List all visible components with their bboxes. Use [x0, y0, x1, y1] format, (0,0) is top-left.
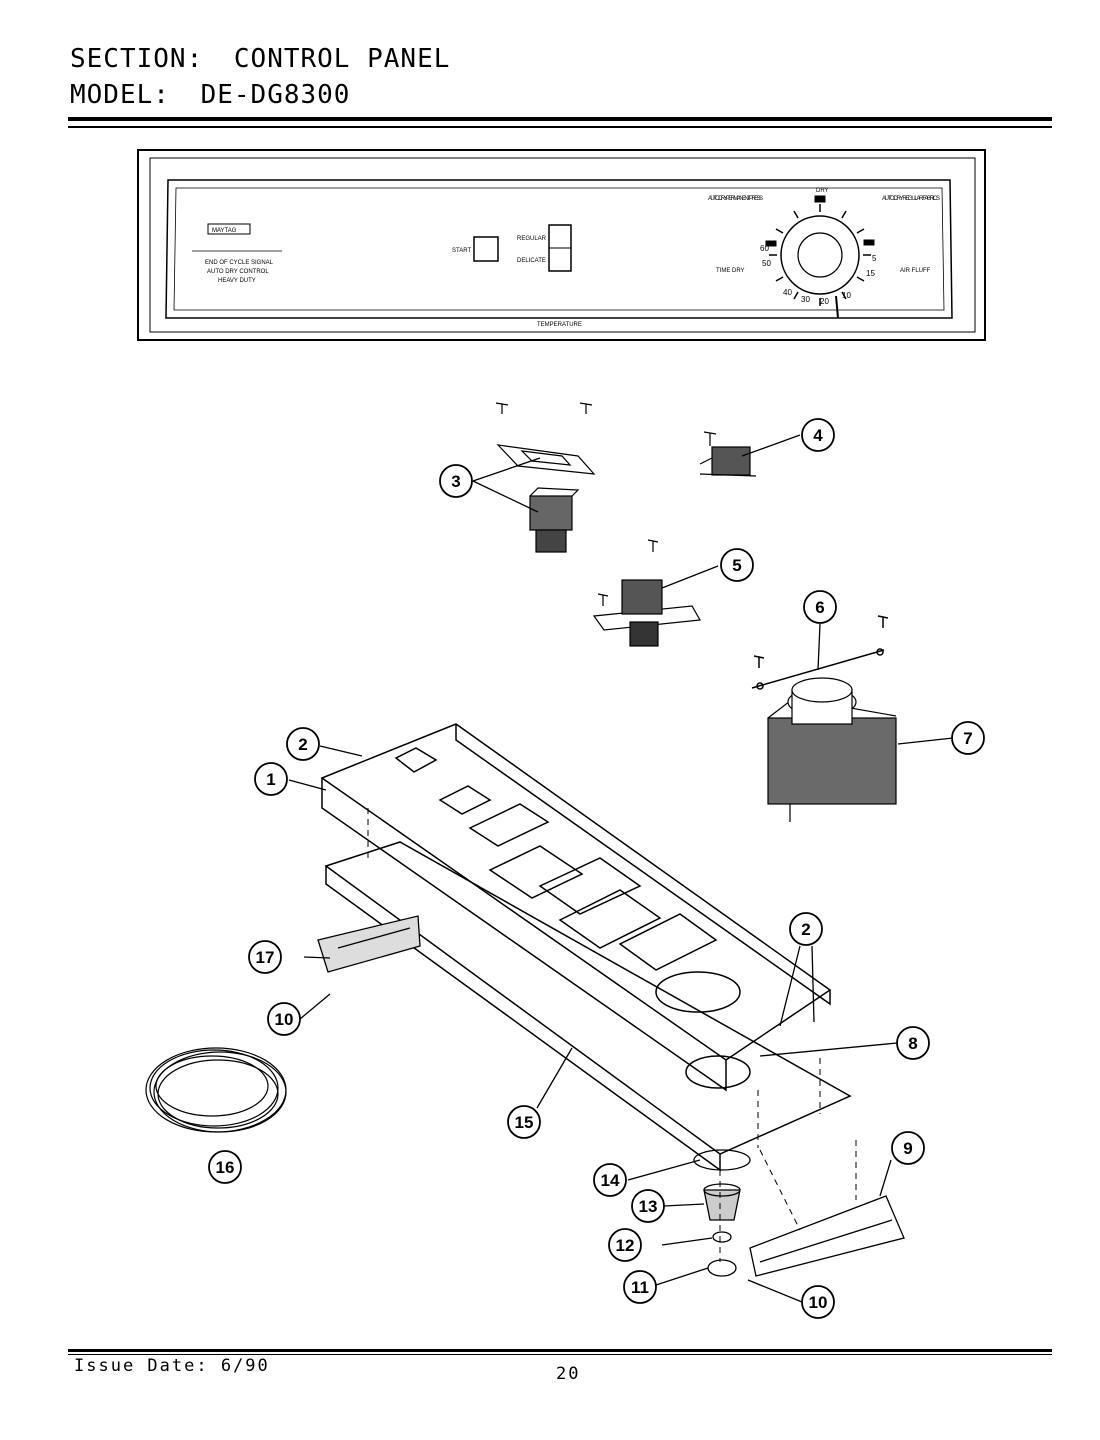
- svg-text:10: 10: [809, 1293, 828, 1312]
- callout-10-right: 10: [801, 1285, 835, 1319]
- header-rule-thin: [68, 126, 1052, 128]
- dial-number-40: 40: [783, 288, 792, 297]
- part-17-bracket: [317, 915, 421, 973]
- callout-12: 12: [608, 1228, 642, 1262]
- part-9-trim: [749, 1195, 905, 1277]
- dial-number-30: 30: [801, 295, 810, 304]
- svg-text:3: 3: [451, 472, 460, 491]
- svg-text:10: 10: [275, 1010, 294, 1029]
- svg-text:2: 2: [801, 920, 810, 939]
- start-label: START: [452, 248, 471, 254]
- svg-text:6: 6: [815, 598, 824, 617]
- knob-assembly: [693, 1149, 751, 1277]
- callout-16: 16: [208, 1150, 242, 1184]
- footer-rule-thick: [68, 1349, 1052, 1352]
- dial-number-60: 60: [760, 244, 769, 253]
- callout-5: 5: [720, 548, 754, 582]
- dial-number-20: 20: [820, 297, 829, 306]
- svg-text:15: 15: [515, 1113, 534, 1132]
- callout-1: 1: [254, 762, 288, 796]
- section-value: CONTROL PANEL: [233, 44, 451, 74]
- svg-text:9: 9: [903, 1139, 912, 1158]
- model-label: MODEL:: [70, 80, 170, 110]
- svg-text:13: 13: [639, 1197, 658, 1216]
- callout-4: 4: [801, 418, 835, 452]
- model-header: MODEL: DE-DG8300: [70, 80, 350, 110]
- callout-15: 15: [507, 1105, 541, 1139]
- callout-8: 8: [896, 1026, 930, 1060]
- dial-number-50: 50: [762, 259, 771, 268]
- dial-number-5: 5: [872, 254, 877, 263]
- callout-2-top: 2: [286, 727, 320, 761]
- callout-9: 9: [891, 1131, 925, 1165]
- svg-text:16: 16: [216, 1158, 235, 1177]
- issue-date: Issue Date: 6/90: [74, 1356, 270, 1376]
- callout-13: 13: [631, 1189, 665, 1223]
- timer-label-time-dry: TIME DRY: [716, 268, 745, 274]
- timer-dial[interactable]: [765, 195, 875, 306]
- svg-text:12: 12: [616, 1236, 635, 1255]
- svg-text:2: 2: [298, 735, 307, 754]
- callouts: 1 2 2 3 4 5 6 7 8 9 10 10 11 12 13 14 15…: [208, 418, 985, 1319]
- svg-text:1: 1: [266, 770, 275, 789]
- callout-3: 3: [439, 464, 473, 498]
- svg-text:4: 4: [813, 426, 823, 445]
- model-value: DE-DG8300: [200, 80, 351, 110]
- svg-text:8: 8: [908, 1034, 917, 1053]
- panel-feature-3: HEAVY DUTY: [218, 278, 256, 284]
- part-7-timer: [767, 677, 897, 822]
- svg-text:11: 11: [631, 1278, 649, 1297]
- header-rule-thick: [68, 117, 1052, 121]
- control-panel-front: MAYTAG END OF CYCLE SIGNAL AUTO DRY CONT…: [137, 149, 986, 341]
- timer-label-auto-dry-pp: AUTO DRY PERMANENT PRESS: [708, 196, 763, 202]
- part-1-panel-bracket: [320, 723, 832, 1092]
- svg-text:17: 17: [256, 948, 275, 967]
- svg-text:7: 7: [963, 729, 972, 748]
- callout-14: 14: [593, 1163, 627, 1197]
- panel-feature-1: END OF CYCLE SIGNAL: [205, 260, 274, 266]
- temperature-label: TEMPERATURE: [537, 322, 582, 328]
- svg-text:5: 5: [732, 556, 741, 575]
- panel-feature-2: AUTO DRY CONTROL: [207, 269, 269, 275]
- svg-text:14: 14: [601, 1171, 620, 1190]
- callout-17: 17: [248, 940, 282, 974]
- callout-10-left: 10: [267, 1002, 301, 1036]
- part-3-switch: [495, 402, 596, 553]
- regular-label: REGULAR: [517, 236, 547, 242]
- delicate-label: DELICATE: [517, 258, 546, 264]
- part-16-harness: [145, 1047, 287, 1133]
- part-4-relay: [699, 431, 757, 477]
- footer-rule-thin: [68, 1354, 1052, 1355]
- dial-number-10: 10: [842, 291, 851, 300]
- panel-brand: MAYTAG: [212, 228, 237, 234]
- dial-number-15: 15: [866, 269, 875, 278]
- section-header: SECTION: CONTROL PANEL: [70, 44, 450, 74]
- timer-label-auto-dry-rf: AUTO DRY REGULAR FABRICS: [882, 196, 940, 202]
- timer-label-air-fluff: AIR FLUFF: [900, 268, 931, 274]
- callout-11: 11: [623, 1270, 657, 1304]
- page-number: 20: [556, 1364, 581, 1384]
- part-5-switch: [592, 539, 701, 647]
- callout-2-right: 2: [789, 912, 823, 946]
- alignment-lines: [367, 808, 857, 1262]
- callout-6: 6: [803, 590, 837, 624]
- callout-7: 7: [951, 721, 985, 755]
- part-15-rail: [324, 841, 852, 1172]
- start-button[interactable]: [473, 236, 499, 262]
- timer-label-dry: DRY: [816, 188, 829, 194]
- leader-lines: [288, 434, 954, 1303]
- section-label: SECTION:: [70, 44, 204, 74]
